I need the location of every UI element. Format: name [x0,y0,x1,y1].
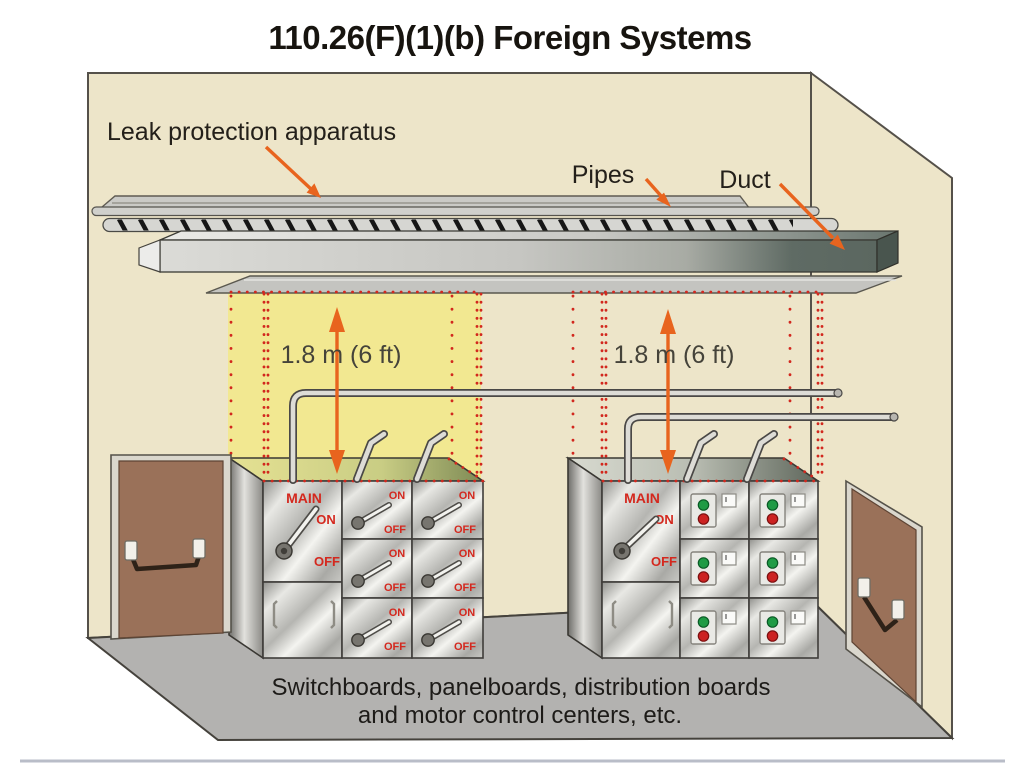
pipes-label: Pipes [572,161,635,189]
panel-side-face [228,456,264,660]
on-label: ON [389,490,406,502]
stop-button[interactable] [766,630,779,642]
slide-title: 110.26(F)(1)(b) Foreign Systems [268,19,751,56]
panic-bar[interactable] [857,577,905,633]
off-label: OFF [384,524,406,536]
on-label: ON [459,490,476,502]
main-switch[interactable]: MAIN ON OFF [613,490,677,569]
stop-button[interactable] [766,513,779,525]
breaker-cell[interactable]: ON OFF [351,607,406,653]
start-button[interactable] [697,616,710,628]
main-label: MAIN [624,490,660,506]
dedicated-space-zone-right [571,290,824,483]
panel-side-face [567,456,603,660]
on-label: ON [459,548,476,560]
off-label: OFF [384,641,406,653]
unit-label-plate [721,551,737,566]
breaker-cell[interactable]: ON OFF [421,607,476,653]
start-button[interactable] [766,616,779,628]
on-label: ON [459,607,476,619]
door-leaf[interactable] [118,460,224,639]
breaker-cell[interactable]: ON OFF [351,548,406,594]
off-label: OFF [651,554,677,569]
pipe-upper [91,206,820,217]
door-slots [611,600,674,629]
unit-label-plate [721,493,737,508]
conduits [289,388,899,484]
starter-cell[interactable] [690,493,737,528]
pipe-rack [102,217,839,233]
start-button[interactable] [766,557,779,569]
stop-button[interactable] [697,571,710,583]
exit-door-right[interactable] [845,479,923,709]
pipes-arrow [644,177,671,207]
starter-cell[interactable] [690,551,737,586]
main-label: MAIN [286,490,322,506]
switchboard-left: MAIN ON OFF ON OFF ON [226,456,486,660]
off-label: OFF [454,524,476,536]
cable-tray [205,275,903,294]
breaker-cell[interactable]: ON OFF [351,490,406,536]
start-button[interactable] [697,557,710,569]
on-label: ON [389,548,406,560]
dedicated-space-zone-left [229,290,485,483]
off-label: OFF [454,582,476,594]
starter-cell[interactable] [759,493,806,528]
door-leaf[interactable] [851,487,917,704]
panel-door [262,581,343,659]
clearance-label-right: 1.8 m (6 ft) [614,341,735,369]
unit-label-plate [721,610,737,625]
start-button[interactable] [766,499,779,511]
stop-button[interactable] [697,630,710,642]
clearance-label-left: 1.8 m (6 ft) [281,341,402,369]
breaker-grid: ON OFF ON OFF ON OFF ON [341,480,484,659]
breaker-cell[interactable]: ON OFF [421,490,476,536]
motor-control-center-right: MAIN ON OFF [565,456,821,660]
main-switch[interactable]: MAIN ON OFF [275,490,340,569]
starter-grid [679,480,819,659]
caption-line-1: Switchboards, panelboards, distribution … [272,674,771,701]
starter-cell[interactable] [690,610,737,645]
starter-cell[interactable] [759,551,806,586]
label-arrows [264,145,845,250]
clearance-arrow-left [329,307,345,474]
caption-line-2: and motor control centers, etc. [358,702,682,729]
off-label: OFF [384,582,406,594]
duct-label: Duct [719,166,770,194]
starter-cell[interactable] [759,610,806,645]
breaker-cell[interactable]: ON OFF [421,548,476,594]
start-button[interactable] [697,499,710,511]
leak-protection-label: Leak protection apparatus [107,118,396,146]
exit-door-left[interactable] [110,454,232,640]
off-label: OFF [454,641,476,653]
panic-bar[interactable] [124,538,206,572]
floor-caption: Switchboards, panelboards, distribution … [272,674,771,729]
clearance-arrow-right [660,309,676,474]
unit-label-plate [790,493,806,508]
ceiling-systems [91,195,903,294]
on-label: ON [654,512,674,527]
stop-button[interactable] [697,513,710,525]
unit-label-plate [790,610,806,625]
stop-button[interactable] [766,571,779,583]
leak-arrow [264,145,321,198]
unit-label-plate [790,551,806,566]
duct [138,230,899,273]
off-label: OFF [314,554,340,569]
on-label: ON [316,512,336,527]
on-label: ON [389,607,406,619]
duct-arrow [778,182,845,250]
door-slots [272,600,336,629]
dedicated-space-highlight [228,291,481,482]
